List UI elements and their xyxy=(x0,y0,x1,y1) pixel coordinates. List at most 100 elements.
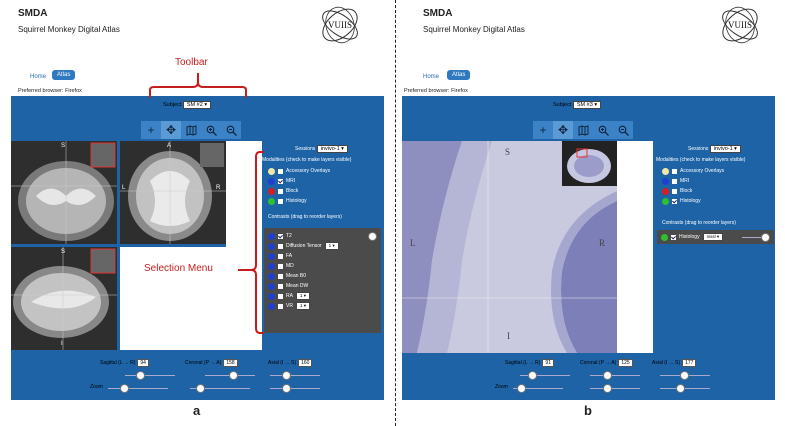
modality-row-block[interactable]: Block xyxy=(662,186,724,196)
modalities-list: Accessory Overlays MRI Block Histology xyxy=(268,166,330,206)
coronal-label: Coronal (P → A) xyxy=(185,360,222,366)
sagittal-track[interactable] xyxy=(125,375,175,376)
view-gap xyxy=(617,141,653,353)
diffusion-select[interactable]: 1 ▾ xyxy=(324,242,339,250)
zoom-track-3[interactable] xyxy=(270,388,320,389)
stain-select[interactable]: nissl ▾ xyxy=(702,233,724,241)
zoom-slider-knob[interactable] xyxy=(120,384,129,393)
app-name: SMDA xyxy=(423,8,453,19)
contrast-row-meanb0[interactable]: Mean B0 xyxy=(268,271,339,281)
plus-icon[interactable]: + xyxy=(539,123,547,137)
sagittal-input[interactable]: 91 xyxy=(542,359,554,367)
modality-row-accessory[interactable]: Accessory Overlays xyxy=(662,166,724,176)
modality-row-mri[interactable]: MRI xyxy=(268,176,330,186)
zoom-track-3[interactable] xyxy=(660,388,710,389)
zoom-in-icon[interactable] xyxy=(593,121,613,139)
coronal-slider-knob[interactable] xyxy=(229,371,238,380)
opacity-slider-knob[interactable] xyxy=(368,232,377,241)
checkbox[interactable] xyxy=(278,188,283,194)
layer-color-swatch xyxy=(268,177,275,185)
nav-atlas-tab[interactable]: Atlas xyxy=(447,70,471,80)
sagittal-view[interactable]: S I xyxy=(11,247,117,350)
orient-l-label: L xyxy=(410,238,416,248)
vuiis-logo: VUIIS xyxy=(322,6,358,44)
axial-slider-knob[interactable] xyxy=(680,371,689,380)
coronal-input[interactable]: 125 xyxy=(618,359,633,367)
zoom-out-icon[interactable] xyxy=(613,121,633,139)
histology-view[interactable]: S L R I xyxy=(402,141,617,353)
coronal-control: Coronal (P → A)125 xyxy=(580,359,633,367)
axial-track[interactable] xyxy=(270,375,320,376)
panel-divider xyxy=(395,0,396,426)
checkbox[interactable] xyxy=(278,168,283,174)
subject-select[interactable]: SM #3 ▾ xyxy=(572,101,602,109)
modality-row-histology[interactable]: Histology xyxy=(268,196,330,206)
layer-color-swatch xyxy=(268,167,275,175)
atlas-book-icon[interactable] xyxy=(181,121,201,139)
contrast-row-t2[interactable]: T2 xyxy=(268,231,339,241)
atlas-book-icon[interactable] xyxy=(573,121,593,139)
sessions-select[interactable]: invivo-1 ▾ xyxy=(316,145,348,153)
layer-color-swatch xyxy=(268,197,275,205)
orient-l-label: L xyxy=(122,185,126,191)
sagittal-input[interactable]: 94 xyxy=(137,359,149,367)
zoom-track-2[interactable] xyxy=(190,388,250,389)
zoom-track-1[interactable] xyxy=(513,388,563,389)
sessions-select[interactable]: invivo-1 ▾ xyxy=(709,145,741,153)
zoom-in-icon[interactable] xyxy=(201,121,221,139)
vr-select[interactable]: 1 ▾ xyxy=(295,302,310,310)
coronal-slider-knob[interactable] xyxy=(603,371,612,380)
zoom-slider-knob[interactable] xyxy=(517,384,526,393)
coronal-view[interactable]: S xyxy=(11,141,117,244)
nav-home-link[interactable]: Home xyxy=(30,74,47,80)
ra-select[interactable]: 1 ▾ xyxy=(295,292,310,300)
checkbox[interactable] xyxy=(278,198,283,204)
zoom-slider-knob[interactable] xyxy=(676,384,685,393)
axial-view[interactable]: A L R xyxy=(120,141,226,244)
nav-home-link[interactable]: Home xyxy=(423,74,440,80)
sagittal-slider-knob[interactable] xyxy=(136,371,145,380)
zoom-track-1[interactable] xyxy=(108,388,168,389)
contrast-row-fa[interactable]: FA xyxy=(268,251,339,261)
nav-atlas-tab[interactable]: Atlas xyxy=(52,70,76,80)
contrast-row-meandw[interactable]: Mean DW xyxy=(268,281,339,291)
app-name: SMDA xyxy=(18,8,48,19)
coronal-input[interactable]: 158 xyxy=(223,359,238,367)
checkbox[interactable] xyxy=(278,178,283,184)
opacity-track[interactable] xyxy=(742,237,762,238)
axial-input[interactable]: 177 xyxy=(682,359,697,367)
modality-row-block[interactable]: Block xyxy=(268,186,330,196)
caption-b: b xyxy=(584,403,592,418)
subject-control: Subject SM #2 ▾ xyxy=(163,101,212,109)
modality-row-accessory[interactable]: Accessory Overlays xyxy=(268,166,330,176)
axial-slider-knob[interactable] xyxy=(282,371,291,380)
vuiis-logo: VUIIS xyxy=(722,6,758,44)
zoom-slider-knob[interactable] xyxy=(196,384,205,393)
orient-i-label: I xyxy=(61,341,63,347)
zoom-out-icon[interactable] xyxy=(221,121,241,139)
histology-thumbnail[interactable] xyxy=(562,141,617,186)
move-arrows-icon[interactable]: ✥ xyxy=(161,121,181,139)
coronal-track[interactable] xyxy=(590,375,640,376)
modality-row-mri[interactable]: MRI xyxy=(662,176,724,186)
plus-icon[interactable]: + xyxy=(147,123,155,137)
sagittal-label: Sagittal (L → R) xyxy=(505,360,541,366)
axial-input[interactable]: 160 xyxy=(298,359,313,367)
zoom-slider-knob[interactable] xyxy=(282,384,291,393)
subject-select[interactable]: SM #2 ▾ xyxy=(182,101,212,109)
opacity-slider-knob[interactable] xyxy=(761,233,770,242)
move-arrows-icon[interactable]: ✥ xyxy=(553,121,573,139)
contrast-row-md[interactable]: MD xyxy=(268,261,339,271)
zoom-slider-knob[interactable] xyxy=(603,384,612,393)
modality-row-histology[interactable]: Histology xyxy=(662,196,724,206)
orient-r-label: R xyxy=(216,185,221,191)
sagittal-slider-knob[interactable] xyxy=(528,371,537,380)
logo-text: VUIIS xyxy=(728,20,752,30)
zoom-track-2[interactable] xyxy=(590,388,640,389)
sagittal-track[interactable] xyxy=(520,375,570,376)
